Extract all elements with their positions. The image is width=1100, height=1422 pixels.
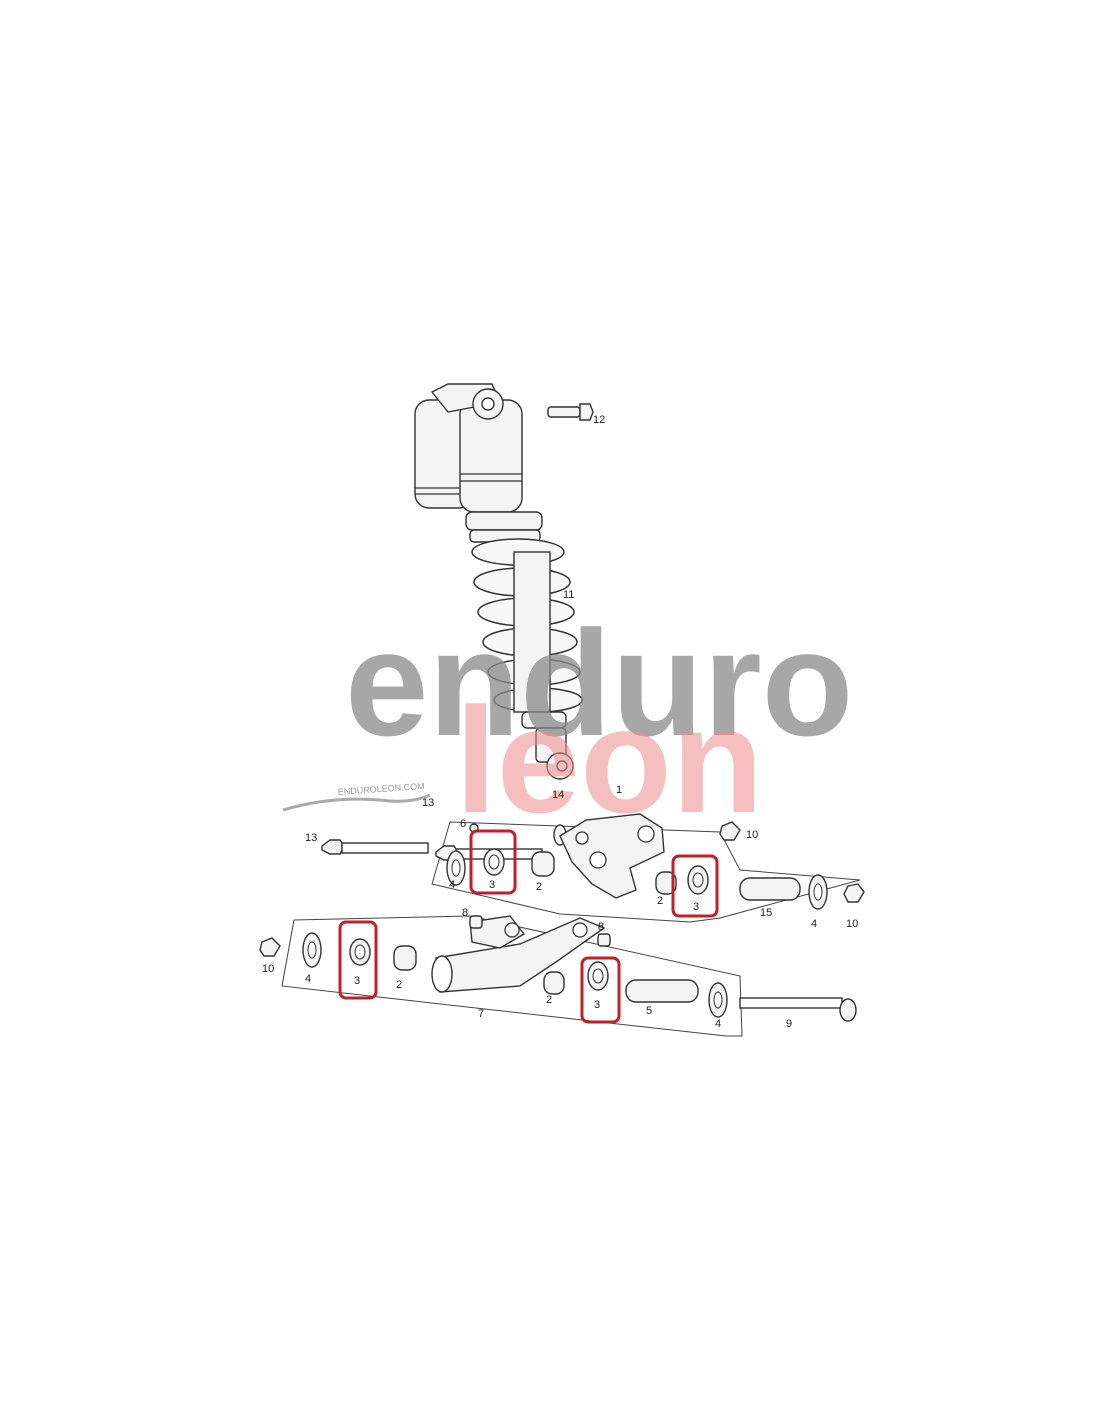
callout-2-upper-left: 2: [536, 881, 542, 893]
callout-2-lower-left: 2: [396, 979, 402, 991]
callout-2-lower-center: 2: [546, 994, 552, 1006]
callout-13-upper: 13: [422, 797, 434, 809]
lower-linkage-row: [259, 915, 857, 1037]
highlight-bearing-3-lower-left: [338, 920, 378, 1000]
callout-3-lower-left: 3: [354, 975, 360, 987]
upper-linkage-row: [321, 813, 865, 923]
callout-8-right: 8: [598, 921, 604, 933]
callout-9: 9: [786, 1018, 792, 1030]
callout-3-upper-left: 3: [489, 879, 495, 891]
rear-shock-absorber: [414, 383, 583, 780]
callout-4-upper-right: 4: [811, 918, 817, 930]
callout-4-lower-right: 4: [715, 1018, 721, 1030]
callout-13-lower: 13: [305, 832, 317, 844]
enduroleon-watermark: enduro leon ENDUROLEON.COM: [282, 599, 853, 844]
callout-11: 11: [563, 589, 574, 601]
bolt-12: [547, 403, 594, 421]
callout-14: 14: [552, 789, 564, 801]
callout-10-right: 10: [846, 918, 858, 930]
callout-1: 1: [616, 784, 622, 796]
callout-7: 7: [478, 1008, 484, 1020]
callout-10-left: 10: [262, 963, 274, 975]
watermark-leon: leon: [455, 676, 763, 844]
callout-6: 6: [460, 818, 466, 830]
callout-3-upper-right: 3: [693, 901, 699, 913]
callout-10-upper: 10: [746, 829, 758, 841]
callout-3-lower-center: 3: [594, 999, 600, 1011]
callout-4-lower-left: 4: [305, 973, 311, 985]
watermark-enduro: enduro: [345, 599, 853, 767]
callout-4-upper-left: 4: [449, 879, 455, 891]
callout-5: 5: [646, 1005, 652, 1017]
highlight-bearing-3-upper-left: [469, 829, 517, 895]
watermark-url: ENDUROLEON.COM: [337, 781, 425, 797]
callout-8-left: 8: [462, 907, 468, 919]
callout-15: 15: [760, 907, 772, 919]
callout-2-upper-right: 2: [657, 895, 663, 907]
highlight-bearing-3-upper-right: [671, 854, 719, 918]
highlight-bearing-3-lower-center: [580, 956, 621, 1024]
callout-12: 12: [593, 414, 605, 426]
